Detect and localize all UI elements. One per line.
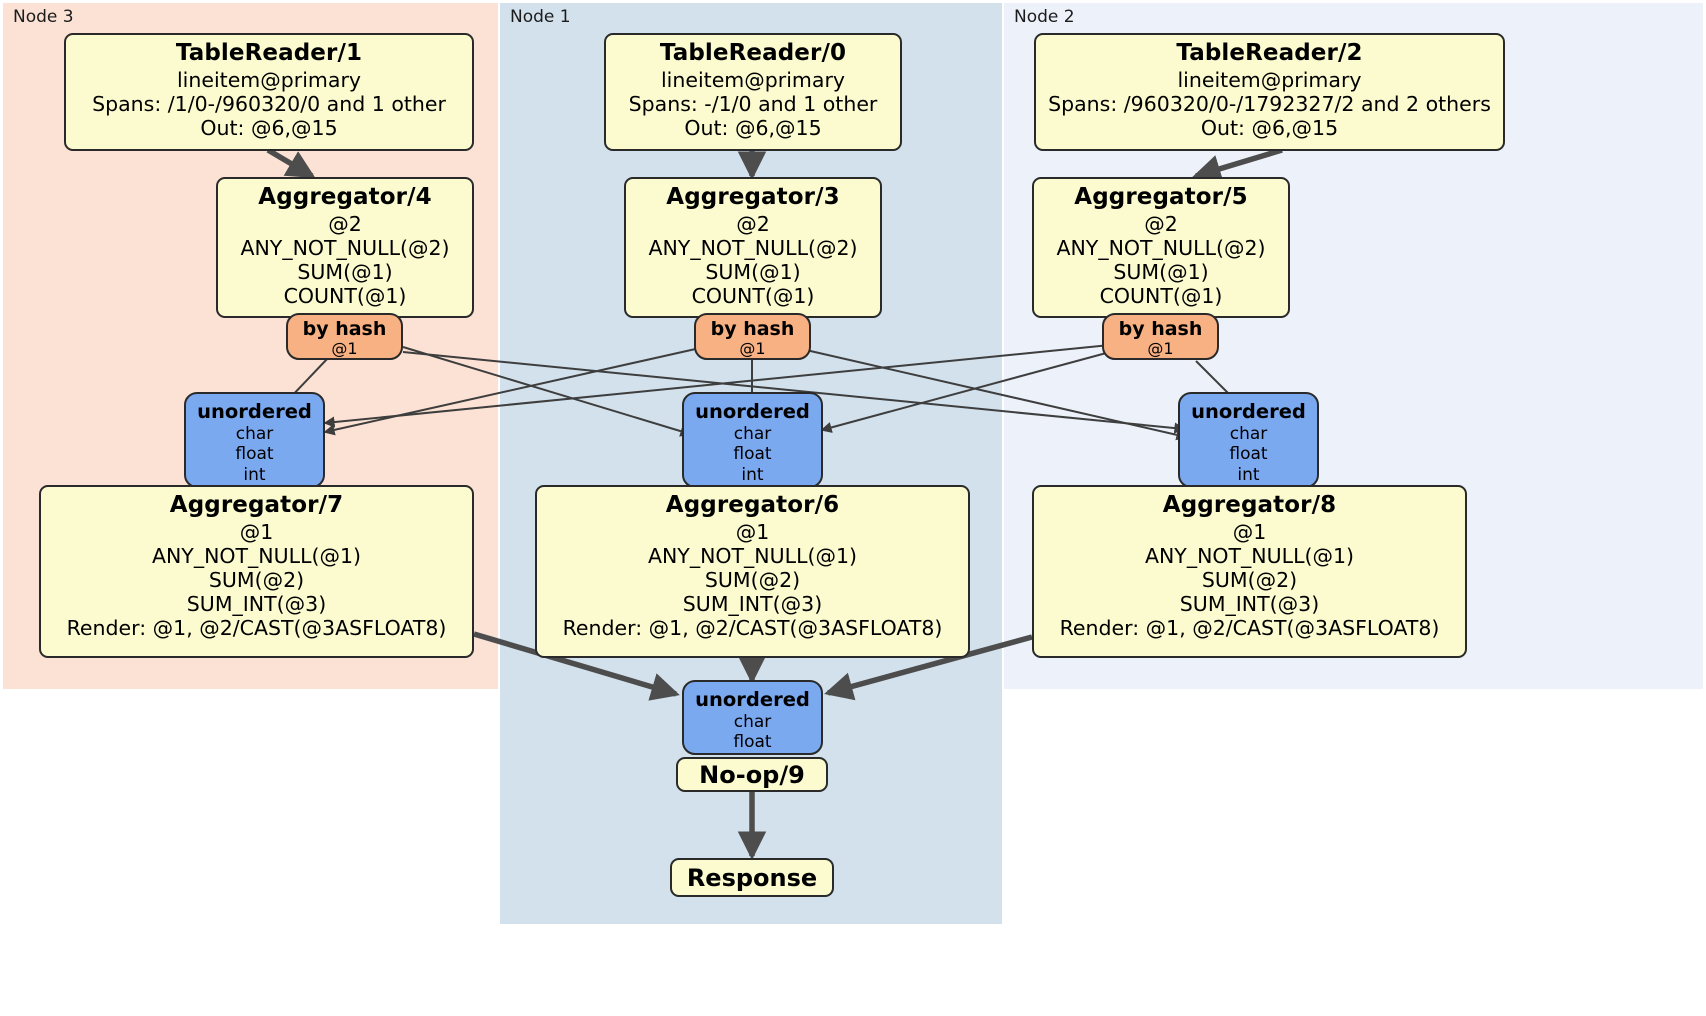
processor-noop-9[interactable]: No-op/9 [676,757,828,792]
processor-line: SUM(@2) [1201,567,1298,592]
processor-line: Spans: -/1/0 and 1 other [628,91,878,116]
processor-line: lineitem@primary [660,67,846,92]
synchronizer-title: unordered [197,400,312,423]
processor-aggregator-4[interactable]: Aggregator/4 @2 ANY_NOT_NULL(@2) SUM(@1)… [216,177,474,318]
processor-line: Out: @6,@15 [1200,115,1339,140]
processor-title: Aggregator/6 [665,492,840,518]
processor-title: Aggregator/3 [666,184,840,210]
synchronizer-title: unordered [1191,400,1306,423]
processor-line: COUNT(@1) [691,283,815,308]
processor-line: lineitem@primary [1177,67,1362,92]
processor-aggregator-5[interactable]: Aggregator/5 @2 ANY_NOT_NULL(@2) SUM(@1)… [1032,177,1290,318]
router-title: by hash [302,318,387,340]
processor-line: Spans: /1/0-/960320/0 and 1 other [92,91,446,116]
node-panel-label-node2: Node 2 [1014,7,1075,27]
processor-line: SUM(@1) [297,259,393,284]
processor-line: @2 [736,211,770,236]
processor-line: COUNT(@1) [283,283,407,308]
node-panel-label-node3: Node 3 [13,7,74,27]
router-by-hash-left[interactable]: by hash @1 [286,313,403,360]
synchronizer-type: float [733,444,772,465]
processor-aggregator-8[interactable]: Aggregator/8 @1 ANY_NOT_NULL(@1) SUM(@2)… [1032,485,1467,658]
processor-aggregator-7[interactable]: Aggregator/7 @1 ANY_NOT_NULL(@1) SUM(@2)… [39,485,474,658]
synchronizer-type: char [733,423,772,444]
synchronizer-type: char [1229,423,1268,444]
processor-table-reader-2[interactable]: TableReader/2 lineitem@primary Spans: /9… [1034,33,1505,151]
processor-title: TableReader/0 [659,40,847,66]
processor-line: ANY_NOT_NULL(@2) [648,235,858,260]
synchronizer-type: int [741,464,764,485]
processor-line: ANY_NOT_NULL(@1) [647,543,858,568]
synchronizer-title: unordered [695,400,810,423]
processor-response[interactable]: Response [670,858,834,897]
processor-line: Out: @6,@15 [684,115,822,140]
processor-line: ANY_NOT_NULL(@2) [240,235,450,260]
processor-line: COUNT(@1) [1099,283,1223,308]
processor-line: SUM_INT(@3) [1179,591,1320,616]
processor-line: @2 [1144,211,1178,236]
processor-table-reader-1[interactable]: TableReader/1 lineitem@primary Spans: /1… [64,33,474,151]
processor-line: Render: @1, @2/CAST(@3ASFLOAT8) [562,615,943,640]
router-subtitle: @1 [331,339,358,359]
processor-line: ANY_NOT_NULL(@1) [1144,543,1355,568]
processor-line: SUM_INT(@3) [682,591,823,616]
processor-line: SUM(@1) [1113,259,1209,284]
processor-title: Aggregator/4 [258,184,432,210]
processor-line: @1 [239,519,274,544]
synchronizer-type: float [733,732,772,753]
processor-title: Aggregator/5 [1074,184,1248,210]
processor-line: ANY_NOT_NULL(@1) [151,543,362,568]
synchronizer-unordered-right[interactable]: unordered char float int [1178,392,1319,488]
router-by-hash-right[interactable]: by hash @1 [1102,313,1219,360]
processor-line: SUM_INT(@3) [186,591,327,616]
synchronizer-unordered-center[interactable]: unordered char float int [682,392,823,488]
router-by-hash-center[interactable]: by hash @1 [694,313,811,360]
processor-line: Render: @1, @2/CAST(@3ASFLOAT8) [1059,615,1440,640]
processor-line: ANY_NOT_NULL(@2) [1056,235,1266,260]
processor-aggregator-6[interactable]: Aggregator/6 @1 ANY_NOT_NULL(@1) SUM(@2)… [535,485,970,658]
node-panel-label-node1: Node 1 [510,7,571,27]
synchronizer-title: unordered [695,688,810,711]
router-subtitle: @1 [739,339,766,359]
processor-title: Aggregator/8 [1162,492,1337,518]
processor-aggregator-3[interactable]: Aggregator/3 @2 ANY_NOT_NULL(@2) SUM(@1)… [624,177,882,318]
processor-line: lineitem@primary [176,67,362,92]
processor-line: SUM(@1) [705,259,801,284]
synchronizer-type: char [733,711,772,732]
processor-line: @1 [1232,519,1267,544]
processor-line: Render: @1, @2/CAST(@3ASFLOAT8) [66,615,447,640]
processor-table-reader-0[interactable]: TableReader/0 lineitem@primary Spans: -/… [604,33,902,151]
processor-title: Response [686,863,818,892]
synchronizer-unordered-final[interactable]: unordered char float [682,680,823,755]
synchronizer-type: float [235,444,274,465]
processor-title: TableReader/2 [1176,40,1363,66]
processor-title: Aggregator/7 [169,492,344,518]
router-title: by hash [710,318,795,340]
processor-line: SUM(@2) [704,567,801,592]
processor-line: SUM(@2) [208,567,305,592]
processor-line: @2 [328,211,362,236]
processor-title: No-op/9 [699,760,805,789]
synchronizer-type: char [235,423,274,444]
processor-line: @1 [735,519,770,544]
synchronizer-type: int [243,464,266,485]
processor-title: TableReader/1 [175,40,363,66]
router-subtitle: @1 [1147,339,1174,359]
router-title: by hash [1118,318,1203,340]
synchronizer-type: int [1237,464,1260,485]
synchronizer-type: float [1229,444,1268,465]
synchronizer-unordered-left[interactable]: unordered char float int [184,392,325,488]
processor-line: Out: @6,@15 [200,115,338,140]
processor-line: Spans: /960320/0-/1792327/2 and 2 others [1048,91,1491,116]
